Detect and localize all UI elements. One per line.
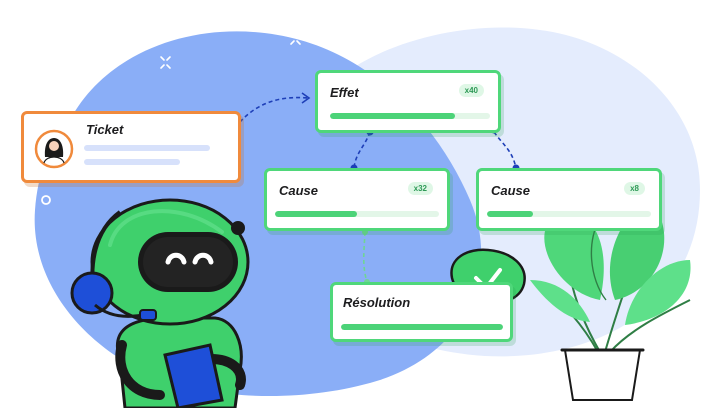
cause-right-card[interactable]: Cause x8 (476, 168, 662, 231)
effet-badge: x40 (458, 84, 484, 97)
cause-left-badge: x32 (407, 182, 433, 195)
cause-right-badge: x8 (624, 182, 645, 195)
effet-card[interactable]: Effet x40 (315, 70, 501, 133)
effet-title: Effet (330, 85, 359, 100)
effet-progress-bar (330, 113, 490, 119)
avatar-icon (34, 129, 74, 169)
resolution-title: Résolution (343, 295, 411, 310)
ticket-card[interactable]: Ticket (21, 111, 241, 183)
cause-right-progress-bar (487, 211, 651, 217)
ticket-to-effet-arrow (239, 96, 309, 123)
ticket-line-1 (84, 145, 210, 151)
cause-left-progress-bar (275, 211, 439, 217)
effet-to-cause-right (493, 131, 517, 169)
cause-right-title: Cause (491, 183, 531, 198)
cause-right-progress-fill (487, 211, 533, 217)
small-ring (41, 195, 51, 205)
effet-to-cause-left (353, 131, 371, 169)
cause-left-title: Cause (279, 183, 319, 198)
robot-illustration (70, 198, 250, 408)
cause-left-card[interactable]: Cause x32 (264, 168, 450, 231)
resolution-progress-fill (341, 324, 503, 330)
cause-left-progress-fill (275, 211, 357, 217)
ticket-title: Ticket (86, 122, 124, 137)
effet-progress-fill (330, 113, 455, 119)
resolution-progress-bar (341, 324, 503, 330)
resolution-card[interactable]: Résolution (330, 282, 513, 342)
ticket-line-2 (84, 159, 180, 165)
sparkle-icon (160, 32, 301, 69)
plant-illustration (530, 199, 691, 401)
